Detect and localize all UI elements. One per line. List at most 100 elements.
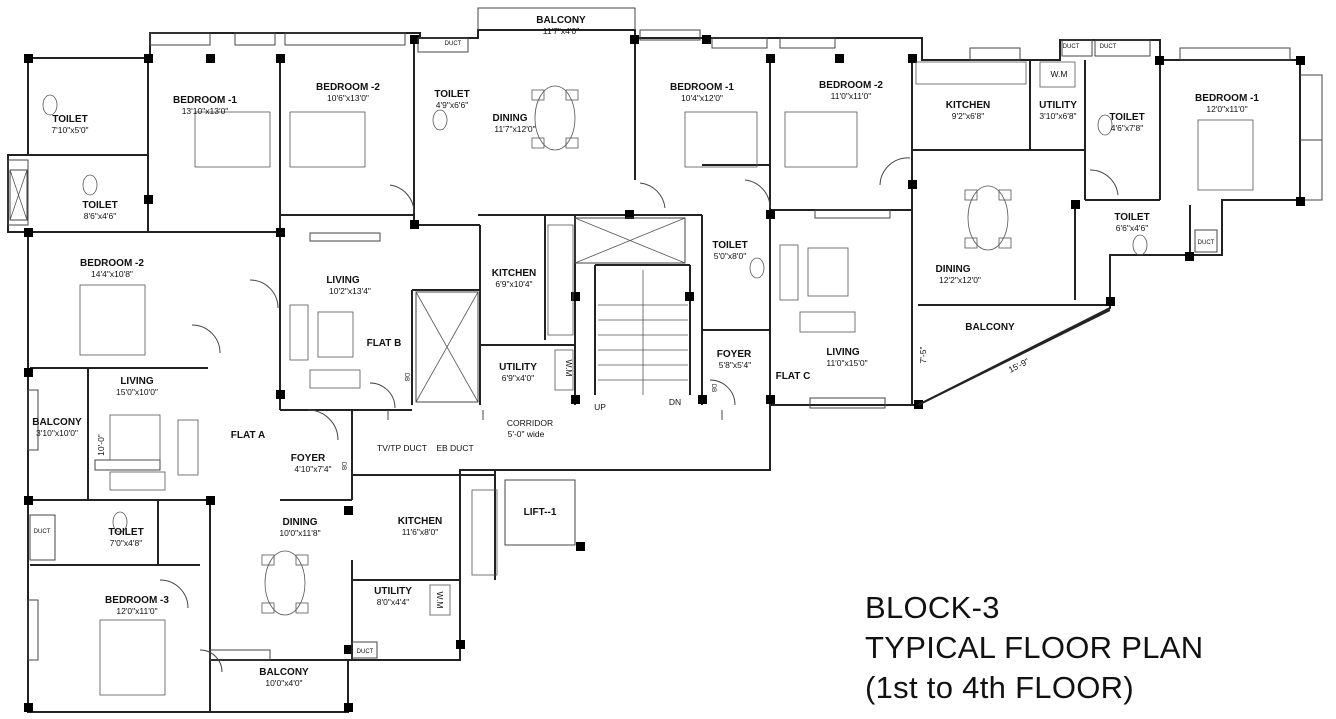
utility-wm-label-2: W.M [435,592,445,609]
flat-a-balcony-name: BALCONY [32,417,82,428]
db-label-1: DB [403,373,409,381]
flat-b-living-name: LIVING [326,275,360,286]
flat-d-bedroom-1-name: BEDROOM -1 [1195,93,1259,104]
flat-b-balcony-name: BALCONY [536,15,586,26]
flat-d-balcony-name: BALCONY [965,322,1015,333]
flat-a-toilet-2-name: TOILET [82,200,117,211]
flat-b-bedroom-2-name: BEDROOM -2 [316,82,380,93]
corridor-name: CORRIDOR [507,418,553,428]
flat-a-living-dim: 15'0"x10'0" [116,387,158,397]
flat-b-balcony-dim: 11'7"x4'0" [543,26,580,36]
flat-a-bedroom-2-name: BEDROOM -2 [80,258,144,269]
flat-d-utility-dim: 3'10"x6'8" [1039,111,1076,121]
flat-a-dining-dim: 10'0"x11'8" [279,528,320,538]
flat-b-living-dim: 10'2"x13'4" [329,286,371,296]
db-label-2: DB [340,462,346,470]
flat-d-bedroom-1-dim: 12'0"x11'0" [1206,104,1247,114]
duct-label-5: DUCT [34,529,51,535]
flat-c-foyer-name: FOYER [717,349,752,360]
common-labels: CORRIDOR 5'-0" wide LIFT--1 TV/TP DUCT E… [34,41,1215,655]
flat-a-foyer-name: FOYER [291,453,326,464]
flat-a-living-name: LIVING [120,376,154,387]
flat-c-foyer-dim: 5'8"x5'4" [719,360,751,370]
flat-b-bedroom-2-dim: 10'6"x13'0" [327,93,369,103]
flat-d-side-dim: 7'-5" [918,347,928,364]
flat-a-balcony-2-name: BALCONY [259,667,309,678]
flat-a-utility-dim: 8'0"x4'4" [377,597,409,607]
interior-walls [28,38,1191,712]
flat-b-utility-name: UTILITY [499,362,537,373]
corridor-dim: 5'-0" wide [508,429,545,439]
duct-label-6: DUCT [357,649,374,655]
flat-a-bedroom-1-name: BEDROOM -1 [173,95,237,106]
flat-d-labels: KITCHEN 9'2"x6'8" UTILITY 3'10"x6'8" TOI… [918,69,1259,375]
flat-a-bedroom-2-dim: 14'4"x10'8" [91,269,133,279]
lift-label: LIFT--1 [524,507,557,518]
flat-a-toilet-3-dim: 7'0"x4'8" [110,538,142,548]
flat-c-bedroom-2-name: BEDROOM -2 [819,80,883,91]
flat-a-toilet-1-dim: 7'10"x5'0" [51,125,88,135]
flat-a-tag: FLAT A [231,430,265,441]
flat-a-wall-dim: 10'-0" [96,434,106,456]
flat-d-toilet-2-dim: 6'6"x4'6" [1116,223,1148,233]
flat-d-dining-dim: 12'2"x12'0" [939,275,981,285]
windows [7,29,1291,661]
flat-a-bedroom-3-name: BEDROOM -3 [105,595,169,606]
flat-a-utility-name: UTILITY [374,586,412,597]
columns [24,35,1305,712]
flat-a-bedroom-1-dim: 13'10"x13'0" [182,106,229,116]
flat-d-toilet-1-name: TOILET [1109,112,1144,123]
flat-a-bedroom-3-dim: 12'0"x11'0" [116,606,157,616]
duct-label-2: DUCT [1063,44,1080,50]
flat-b-kitchen-dim: 6'9"x10'4" [495,279,532,289]
duct-label-3: DUCT [1100,44,1117,50]
flat-c-labels: BEDROOM -1 10'4"x12'0" BEDROOM -2 11'0"x… [670,80,883,382]
eb-duct-label: EB DUCT [436,443,473,453]
flat-a-toilet-1-name: TOILET [52,114,87,125]
flat-d-utility-name: UTILITY [1039,100,1077,111]
flat-b-toilet-dim: 4'9"x6'6" [436,100,468,110]
flat-d-dining-name: DINING [936,264,971,275]
flat-a-foyer-dim: 4'10"x7'4" [294,464,331,474]
door-swings [159,157,1119,673]
flat-b-labels: BEDROOM -2 10'6"x13'0" TOILET 4'9"x6'6" … [316,15,586,383]
flat-c-bedroom-1-dim: 10'4"x12'0" [681,93,723,103]
furniture [9,37,1254,696]
flat-b-kitchen-name: KITCHEN [492,268,536,279]
flat-c-bedroom-1-name: BEDROOM -1 [670,82,734,93]
flat-b-tag: FLAT B [367,338,402,349]
flat-d-toilet-1-dim: 4'6"x7'8" [1111,123,1143,133]
flat-c-toilet-dim: 5'0"x8'0" [714,251,746,261]
flat-c-living-name: LIVING [826,347,860,358]
flat-c-toilet-name: TOILET [712,240,747,251]
flat-a-balcony-dim: 3'10"x10'0" [36,428,78,438]
flat-b-dining-name: DINING [493,113,528,124]
flat-b-toilet-name: TOILET [434,89,469,100]
flat-d-kitchen-name: KITCHEN [946,100,990,111]
flat-a-toilet-3-name: TOILET [108,527,143,538]
utility-wm-label: W.M [564,360,574,377]
flat-c-tag: FLAT C [776,371,811,382]
flat-d-kitchen-dim: 9'2"x6'8" [952,111,984,121]
flat-c-living-dim: 11'0"x15'0" [826,358,867,368]
title-line-1: BLOCK-3 [865,590,1000,625]
flat-b-dining-dim: 11'7"x12'0" [494,124,535,134]
stair-up-label: UP [594,402,606,412]
flat-a-balcony-2-dim: 10'0"x4'0" [265,678,302,688]
flat-d-toilet-2-name: TOILET [1114,212,1149,223]
staircase [598,270,688,395]
title-line-3: (1st to 4th FLOOR) [865,670,1134,705]
duct-label-4: DUCT [1198,240,1215,246]
title-line-2: TYPICAL FLOOR PLAN [865,630,1204,665]
flat-a-kitchen-dim: 11'6"x8'0" [402,527,439,537]
duct-label-1: DUCT [445,41,462,47]
flat-a-kitchen-name: KITCHEN [398,516,442,527]
flat-c-bedroom-2-dim: 11'0"x11'0" [831,91,872,101]
flat-b-utility-dim: 6'9"x4'0" [502,373,534,383]
flat-a-toilet-2-dim: 8'6"x4'6" [84,211,116,221]
stair-dn-label: DN [669,397,681,407]
flat-a-labels: TOILET 7'10"x5'0" BEDROOM -1 13'10"x13'0… [32,95,442,688]
flat-d-wm: W.M [1051,69,1068,79]
db-label-3: DB [710,384,716,392]
